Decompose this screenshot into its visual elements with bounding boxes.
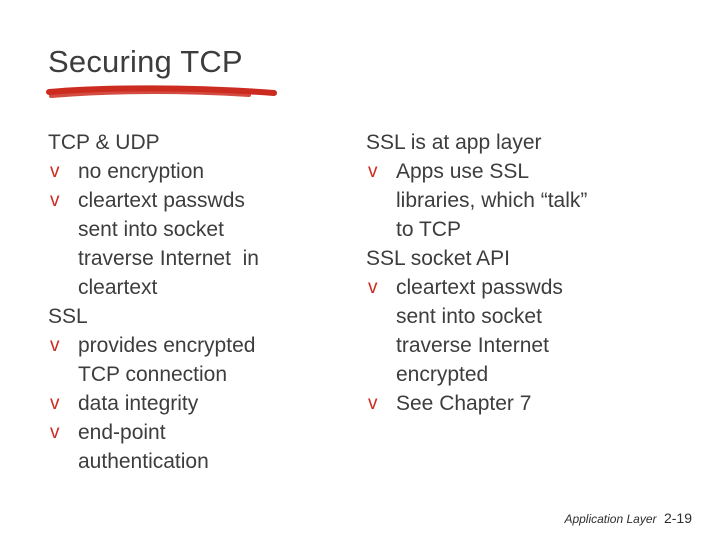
- bullet-item: v cleartext passwds sent into socket tra…: [366, 273, 666, 389]
- bullet-item-text: no encryption: [78, 160, 205, 183]
- header-ssl-socket-api: SSL socket API: [366, 247, 510, 270]
- bullet-item-text: provides encrypted TCP connection: [78, 334, 261, 386]
- bullet-item-text: cleartext passwds sent into socket trave…: [396, 276, 569, 386]
- title-underline-marker-icon: [46, 85, 277, 98]
- left-column: TCP & UDP v no encryption v cleartext pa…: [48, 128, 298, 476]
- slide-footer: Application Layer 2-19: [564, 510, 692, 528]
- bullet-icon: v: [50, 190, 60, 211]
- bullet-item: v no encryption: [48, 157, 298, 186]
- page-title: Securing TCP: [48, 44, 243, 79]
- bullet-icon: v: [50, 335, 60, 356]
- header-ssl-app-layer: SSL is at app layer: [366, 131, 542, 154]
- bullet-icon: v: [368, 161, 378, 182]
- bullet-item: v data integrity: [48, 389, 298, 418]
- bullet-item: v provides encrypted TCP connection: [48, 331, 298, 389]
- bullet-icon: v: [50, 422, 60, 443]
- bullet-item-text: data integrity: [78, 392, 199, 415]
- bullet-item-text: end-point authentication: [78, 421, 209, 473]
- bullet-item: v end-point authentication: [48, 418, 298, 476]
- footer-section-label: Application Layer: [564, 512, 657, 526]
- bullet-item: v cleartext passwds sent into socket tra…: [48, 186, 298, 302]
- bullet-icon: v: [50, 393, 60, 414]
- footer-page-number: 2-19: [663, 510, 692, 526]
- header-tcp-udp: TCP & UDP: [48, 131, 160, 154]
- bullet-item-text: Apps use SSL libraries, which “talk” to …: [396, 160, 594, 241]
- title-block: Securing TCP: [46, 44, 282, 102]
- bullet-item: v See Chapter 7: [366, 389, 666, 418]
- bullet-icon: v: [368, 277, 378, 298]
- bullet-item-text: See Chapter 7: [396, 392, 532, 415]
- bullet-icon: v: [50, 161, 60, 182]
- right-column: SSL is at app layer v Apps use SSL libra…: [366, 128, 666, 476]
- bullet-item-text: cleartext passwds sent into socket trave…: [78, 189, 265, 299]
- slide-body: TCP & UDP v no encryption v cleartext pa…: [48, 128, 666, 476]
- bullet-item: v Apps use SSL libraries, which “talk” t…: [366, 157, 666, 244]
- bullet-icon: v: [368, 393, 378, 414]
- header-ssl: SSL: [48, 305, 88, 328]
